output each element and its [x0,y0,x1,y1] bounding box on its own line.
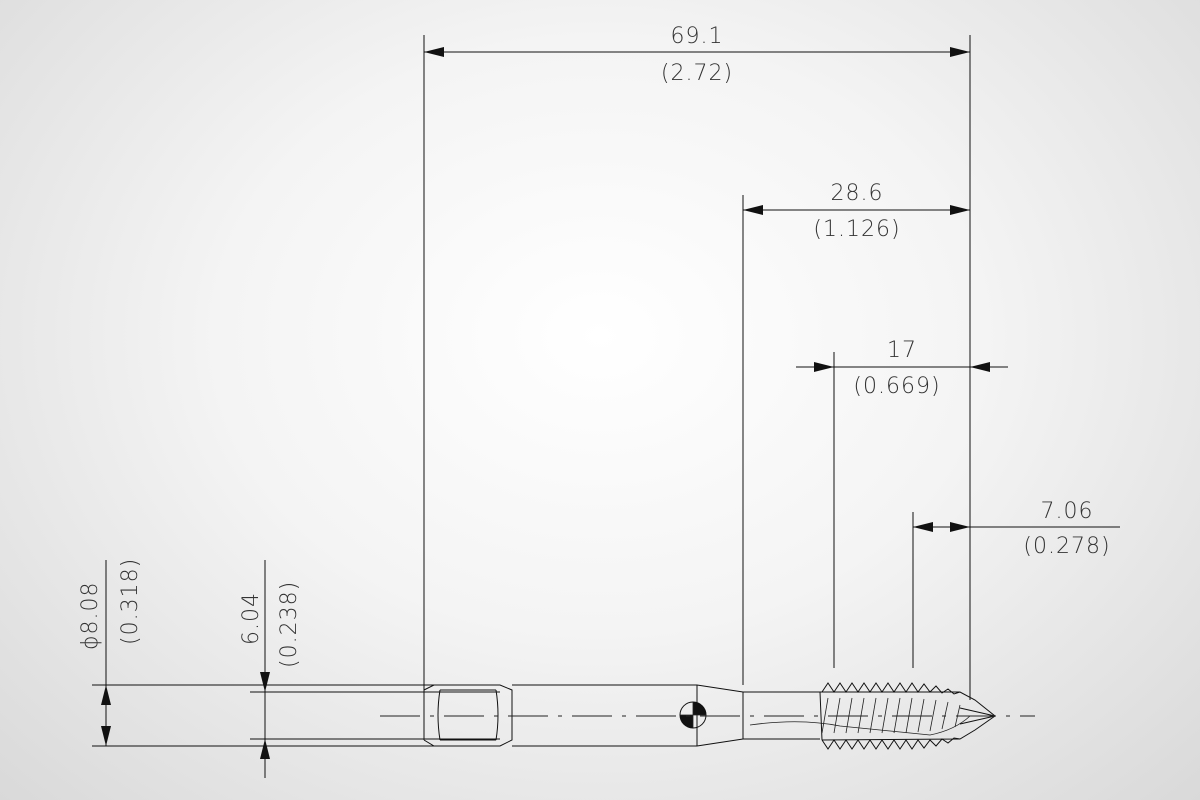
dimension-thread-length: 17 (0.669) [796,338,1008,668]
dimension-shank-diameter: ϕ8.08 (0.318) [78,558,500,747]
arrow-left-icon [814,362,834,372]
dimension-square-size: 6.04 (0.238) [239,560,500,778]
square-drive [437,689,499,741]
thread-length-mm: 17 [887,338,917,363]
shank-outline [423,684,513,747]
overall-length-mm: 69.1 [671,24,724,49]
arrow-up-icon [260,739,270,759]
neck [696,684,820,747]
dimension-overall-length: 69.1 (2.72) [423,24,971,700]
arrow-left-icon [743,205,763,215]
thread-section-mm: 28.6 [831,181,884,206]
arrow-right-icon [970,362,990,372]
square-size-inch: (0.238) [277,581,302,668]
shank [512,684,698,747]
arrow-up-icon [101,685,111,705]
arrow-left-icon [424,47,444,57]
arrow-right-icon [950,47,970,57]
chamfer-length-inch: (0.278) [1023,534,1110,559]
arrow-right-icon [950,205,970,215]
arrow-right-icon [950,522,970,532]
dimension-chamfer-length: 7.06 (0.278) [912,499,1120,668]
thread-section-inch: (1.126) [813,217,900,242]
arrow-down-icon [101,726,111,746]
thread-length-inch: (0.669) [853,374,940,399]
chamfer-length-mm: 7.06 [1041,499,1094,524]
dimension-thread-section: 28.6 (1.126) [742,181,970,685]
flute-groove [749,715,971,736]
shank-diameter-mm: ϕ8.08 [78,582,103,651]
tap-body [380,682,1035,750]
overall-length-inch: (2.72) [661,61,733,86]
arrow-left-icon [913,522,933,532]
center-mark-fill-2 [680,715,693,728]
thread-teeth-bottom [821,737,961,750]
shank-diameter-inch: (0.318) [118,558,143,645]
square-size-mm: 6.04 [239,592,264,645]
arrow-down-icon [260,672,270,692]
thread-teeth-top [821,682,961,695]
center-mark-fill-1 [693,702,706,715]
